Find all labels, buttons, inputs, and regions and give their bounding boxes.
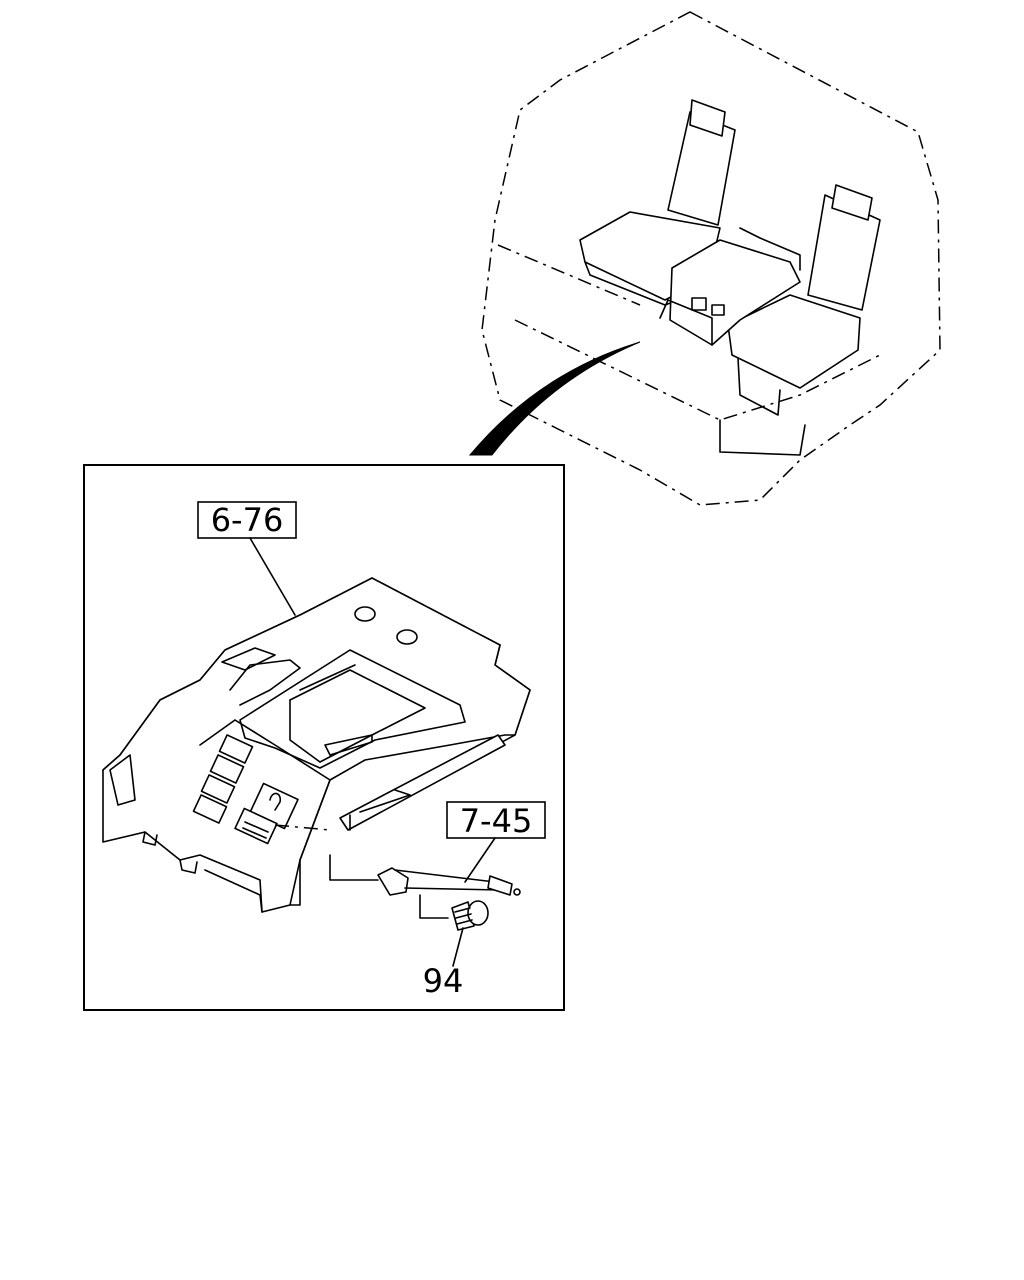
cab-outline [481, 11, 941, 506]
console-storage-tray [239, 649, 466, 769]
callout-bracket-ref-text: 7-45 [460, 802, 533, 840]
detail-frame [83, 464, 565, 1011]
detail-leader-curve [468, 341, 641, 456]
callout-console-ref: 6-76 [197, 501, 297, 616]
cab-overview-illustration [468, 11, 941, 506]
console-switch-panel [192, 719, 331, 861]
cab-center-console [659, 227, 801, 346]
callout-bolt-ref-text: 94 [423, 962, 464, 1000]
bracket-part-illustration [329, 854, 521, 919]
bolt-part-illustration [451, 900, 489, 967]
center-console-illustration [102, 577, 531, 913]
cab-floor-line [497, 244, 881, 421]
callout-bracket-ref: 7-45 [446, 801, 546, 883]
callout-console-ref-text: 6-76 [211, 501, 284, 539]
cab-lower-edge [719, 419, 806, 456]
right-seat [727, 184, 881, 416]
